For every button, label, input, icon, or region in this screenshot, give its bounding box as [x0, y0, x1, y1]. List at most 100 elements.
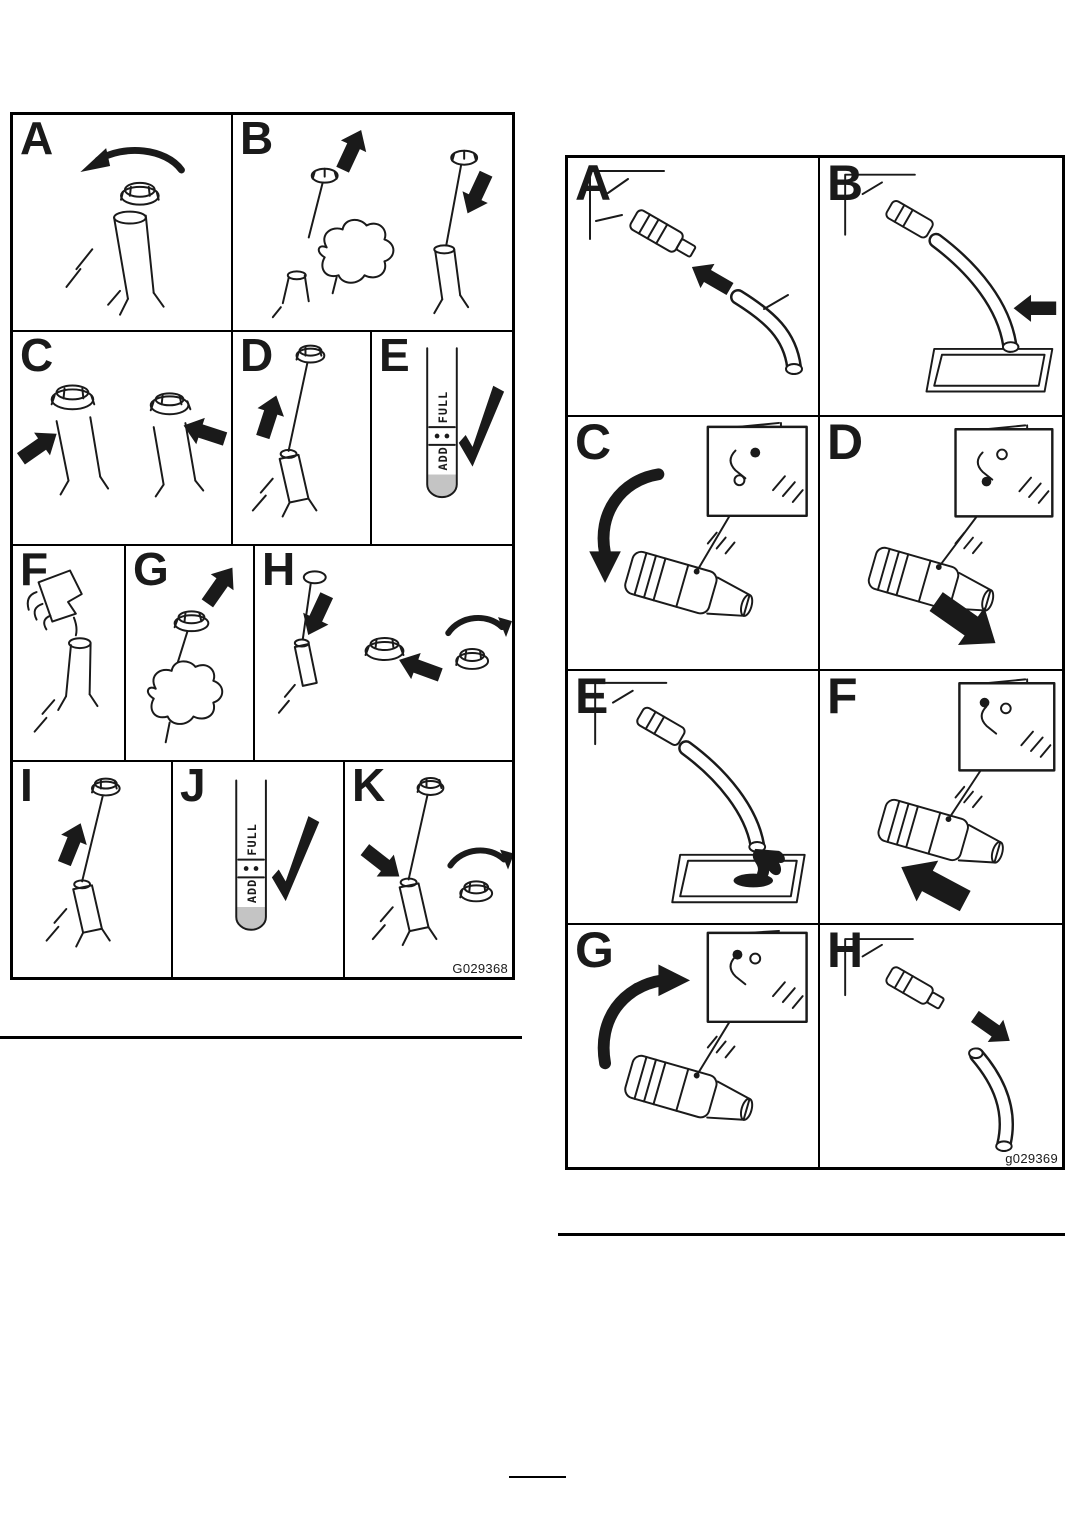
- level-marks: [428, 426, 456, 446]
- slot-detail: [729, 955, 747, 986]
- panel-F-push-valve-in-illustration: [877, 678, 1056, 912]
- figure-code: G029368: [452, 961, 508, 976]
- panel-G-rotate-valve-closed-illustration: [597, 929, 808, 1121]
- dipstick-cap: [149, 392, 192, 416]
- panel-label: I: [20, 761, 33, 811]
- detail-inset: [954, 428, 1054, 518]
- detail-inset: [958, 682, 1056, 772]
- attach-arrow-icon: [691, 263, 734, 296]
- panel-label: C: [575, 416, 612, 470]
- dipstick-cap: [295, 344, 326, 364]
- oil-puddle: [733, 873, 774, 888]
- up-arrow-icon: [201, 567, 234, 608]
- hose-end: [995, 1140, 1013, 1152]
- panel-right-F: F: [819, 670, 1063, 924]
- oil-stream: [752, 848, 785, 880]
- dipstick-tube: [278, 453, 310, 504]
- drain-fitting: [885, 966, 945, 1010]
- panel-label: G: [575, 924, 614, 978]
- drain-fitting: [629, 209, 697, 258]
- panel-left-H: H: [254, 545, 513, 761]
- dipstick-stem: [445, 163, 463, 247]
- dipstick-cap: [416, 777, 445, 796]
- divider-right-column: [558, 1233, 1065, 1236]
- panel-A-unscrew-cap-illustration: [65, 146, 185, 316]
- pull-out-arrow-icon: [929, 592, 996, 645]
- dipstick-blade: [235, 779, 267, 931]
- engine-outline: [589, 170, 665, 240]
- figure-oil-drain: A: [565, 155, 1065, 1170]
- panel-J-verify-level-illustration: ADD FULL: [235, 779, 320, 931]
- callout-line: [763, 294, 789, 310]
- panel-label: D: [827, 416, 864, 470]
- detail-inset: [706, 931, 808, 1024]
- dipstick-stem: [287, 361, 309, 452]
- figure-oil-check: A: [10, 112, 515, 980]
- push-in-arrow-icon: [901, 860, 971, 912]
- panel-right-G: G: [567, 924, 819, 1168]
- level-marks: [237, 858, 265, 879]
- panel-left-A: A: [12, 114, 232, 331]
- oil-stream: [72, 616, 78, 637]
- hatch-marks: [954, 531, 983, 555]
- panel-C-seat-cap-illustration: [16, 384, 228, 498]
- drain-hose: [928, 232, 1018, 353]
- panel-D-pull-dipstick-illustration: [251, 344, 326, 518]
- dipstick-tube: [293, 643, 318, 687]
- dipstick-cap: [455, 648, 490, 670]
- down-arrow-icon: [462, 170, 493, 214]
- pin-position: [981, 476, 992, 487]
- oil-level-shading: [427, 474, 457, 498]
- panel-left-E: E ADD FULL: [371, 331, 513, 545]
- hose-end: [785, 363, 803, 375]
- dipstick-stem: [407, 793, 429, 881]
- panel-left-G: G: [125, 545, 254, 761]
- panel-left-B: B: [232, 114, 513, 331]
- hatch-marks: [706, 531, 736, 555]
- hose-end: [968, 1047, 984, 1060]
- up-arrow-icon: [256, 395, 284, 440]
- panel-label: F: [827, 670, 858, 724]
- panel-label: B: [827, 157, 864, 211]
- panel-left-J: J ADD FULL: [172, 761, 344, 978]
- panel-B-remove-and-wipe-illustration: [271, 129, 493, 319]
- engine-outline: [594, 681, 668, 746]
- footer-rule: [509, 1476, 566, 1478]
- panel-K-tighten-cap-illustration: [360, 777, 512, 947]
- drain-fitting: [885, 200, 934, 239]
- ground-hatch: [45, 908, 68, 942]
- down-arrow-icon: [303, 592, 334, 635]
- panel-E-check-level-illustration: ADD FULL: [426, 347, 505, 499]
- wiping-cloth: [317, 219, 395, 284]
- dipstick-cap: [173, 610, 210, 633]
- panel-label: C: [20, 331, 54, 381]
- hose-end: [1001, 341, 1020, 353]
- clockwise-arrow-icon: [445, 614, 506, 637]
- panel-right-D: D: [819, 416, 1063, 670]
- push-arrow-icon: [16, 432, 57, 465]
- ground-hatch: [371, 906, 394, 941]
- hatch-marks: [954, 785, 983, 809]
- push-arrow-icon: [360, 844, 400, 877]
- panel-D-pull-valve-out-illustration: [867, 424, 1054, 645]
- panel-E-oil-draining-illustration: [594, 681, 806, 904]
- hatch-marks: [706, 1035, 736, 1059]
- hand: [26, 591, 52, 631]
- drain-fitting: [636, 706, 686, 746]
- oil-bottle: [37, 569, 83, 623]
- checkmark-icon: [271, 816, 320, 902]
- panel-label: A: [20, 114, 54, 164]
- divider-left-column: [0, 1036, 522, 1039]
- dipstick-full-label: FULL: [436, 391, 450, 423]
- pin-position: [750, 447, 761, 458]
- place-arrow-icon: [1013, 294, 1057, 322]
- panel-left-K: K: [344, 761, 513, 978]
- dipstick-add-label: ADD: [436, 446, 450, 470]
- panel-H-reinsert-illustration: [277, 570, 512, 714]
- panel-label: J: [180, 761, 206, 811]
- pin-position: [732, 949, 743, 960]
- push-arrow-icon: [183, 417, 228, 446]
- dipstick-add-label: ADD: [245, 879, 259, 903]
- callout-line: [695, 514, 731, 573]
- panel-label: E: [379, 331, 410, 381]
